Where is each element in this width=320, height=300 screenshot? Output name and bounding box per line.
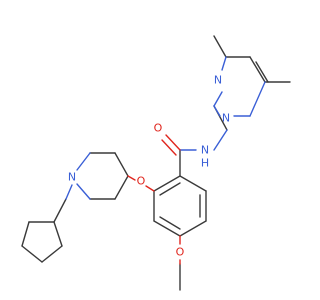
piperidine-nitrogen-label: N — [68, 171, 76, 184]
bond — [41, 245, 63, 263]
bond — [213, 105, 221, 117]
bond — [213, 91, 223, 107]
atom-labels: O N H N N O N O — [68, 74, 230, 259]
amide-hydrogen-label: H — [201, 157, 209, 170]
carbonyl-oxygen-label: O — [154, 122, 163, 135]
bond — [76, 183, 91, 200]
bond — [53, 221, 63, 247]
carbon-bonds — [21, 35, 291, 291]
ether-oxygen-label: O — [137, 175, 146, 188]
bond — [249, 81, 266, 117]
bond — [53, 198, 67, 223]
nitrogen-bonds — [65, 56, 266, 200]
bond — [145, 185, 155, 192]
bond — [179, 175, 207, 192]
bond — [153, 220, 181, 237]
bond — [114, 152, 129, 177]
bond — [255, 61, 269, 83]
bond — [221, 56, 227, 71]
bond — [21, 221, 30, 247]
bond — [179, 220, 207, 237]
bond — [153, 175, 181, 192]
bond — [213, 129, 228, 151]
bond — [127, 175, 136, 181]
bond — [159, 216, 181, 230]
pyrimidine-nitrogen-label: N — [222, 112, 230, 125]
bond — [76, 152, 91, 171]
pyrimidine-nitrogen-label: N — [214, 74, 222, 87]
amide-nitrogen-label: N — [201, 144, 209, 157]
bond — [161, 139, 177, 156]
molecule-canvas: O N H N N O N O — [21, 35, 291, 291]
bond — [249, 56, 266, 83]
structure-diagram: O N H N N O N O — [21, 35, 291, 291]
oxygen-bonds — [127, 134, 181, 265]
bonds-layer — [21, 35, 291, 291]
bond — [159, 182, 181, 196]
bond — [21, 245, 43, 263]
bond — [165, 134, 181, 151]
bond — [65, 184, 73, 200]
bond — [213, 35, 227, 58]
bond — [114, 175, 129, 200]
methoxy-oxygen-label: O — [176, 246, 185, 259]
